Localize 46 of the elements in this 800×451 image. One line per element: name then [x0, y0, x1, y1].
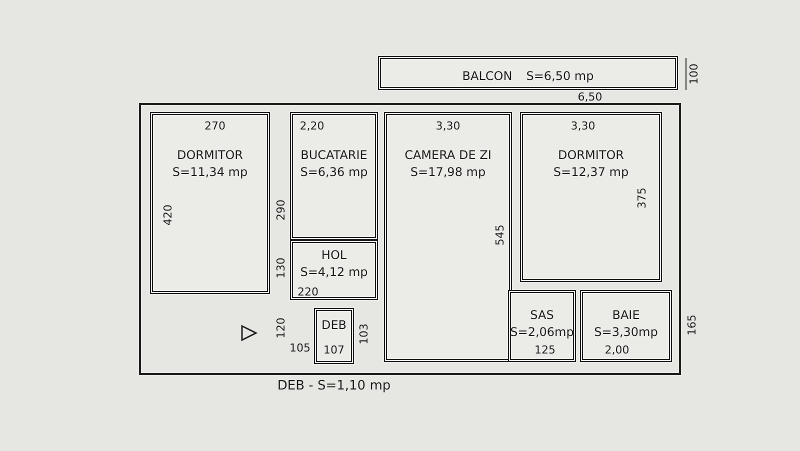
room: [520, 112, 662, 282]
dimension-label: 3,30: [570, 120, 596, 132]
room-name: BAIE: [612, 307, 640, 324]
room-name: BUCATARIE: [300, 147, 368, 164]
room: [150, 112, 270, 294]
room-name: BALCON: [462, 68, 512, 84]
dimension-label: 290: [274, 200, 288, 220]
room-area: S=17,98 mp: [410, 164, 486, 181]
room-area: S=6,50 mp: [526, 68, 594, 84]
room-name: CAMERA DE ZI: [404, 147, 492, 164]
room-area: S=3,30mp: [594, 324, 658, 341]
room: [314, 308, 354, 364]
room-caption: DEB - S=1,10 mp: [277, 378, 391, 394]
dimension-label: 375: [636, 188, 648, 208]
dimension-label: 270: [204, 120, 226, 132]
room: [384, 112, 512, 362]
room: [290, 240, 378, 300]
room: [508, 290, 576, 362]
dimension-label: 420: [162, 204, 174, 226]
dimension-label: 105: [290, 342, 310, 354]
room-name: HOL: [321, 247, 347, 264]
room-area: S=6,36 mp: [300, 164, 368, 181]
dimension-label: 165: [686, 314, 698, 336]
dimension-label: 2,20: [300, 120, 324, 132]
room-name: DEB: [321, 317, 347, 334]
dimension-label: 125: [534, 344, 556, 356]
room-name: SAS: [530, 307, 554, 324]
dimension-label: 100: [688, 64, 700, 84]
dimension-label: 3,30: [436, 120, 460, 132]
room: [378, 56, 678, 90]
room-area: S=2,06mp: [510, 324, 574, 341]
dimension-label: 103: [358, 324, 370, 344]
dimension-label: 107: [324, 344, 344, 356]
dimension-label: 2,00: [604, 344, 630, 356]
room-area: S=4,12 mp: [300, 264, 368, 281]
dimension-label: 545: [494, 224, 506, 246]
dimension-label: 120: [274, 318, 288, 338]
room-area: S=12,37 mp: [553, 164, 629, 181]
room-name: DORMITOR: [558, 147, 624, 164]
dimension-label: 220: [298, 286, 318, 298]
room: [580, 290, 672, 362]
dimension-label: 6,50: [578, 90, 602, 104]
room-name: DORMITOR: [176, 147, 244, 164]
room-area: S=11,34 mp: [172, 164, 248, 181]
dimension-label: 130: [274, 258, 288, 278]
room: [290, 112, 378, 240]
